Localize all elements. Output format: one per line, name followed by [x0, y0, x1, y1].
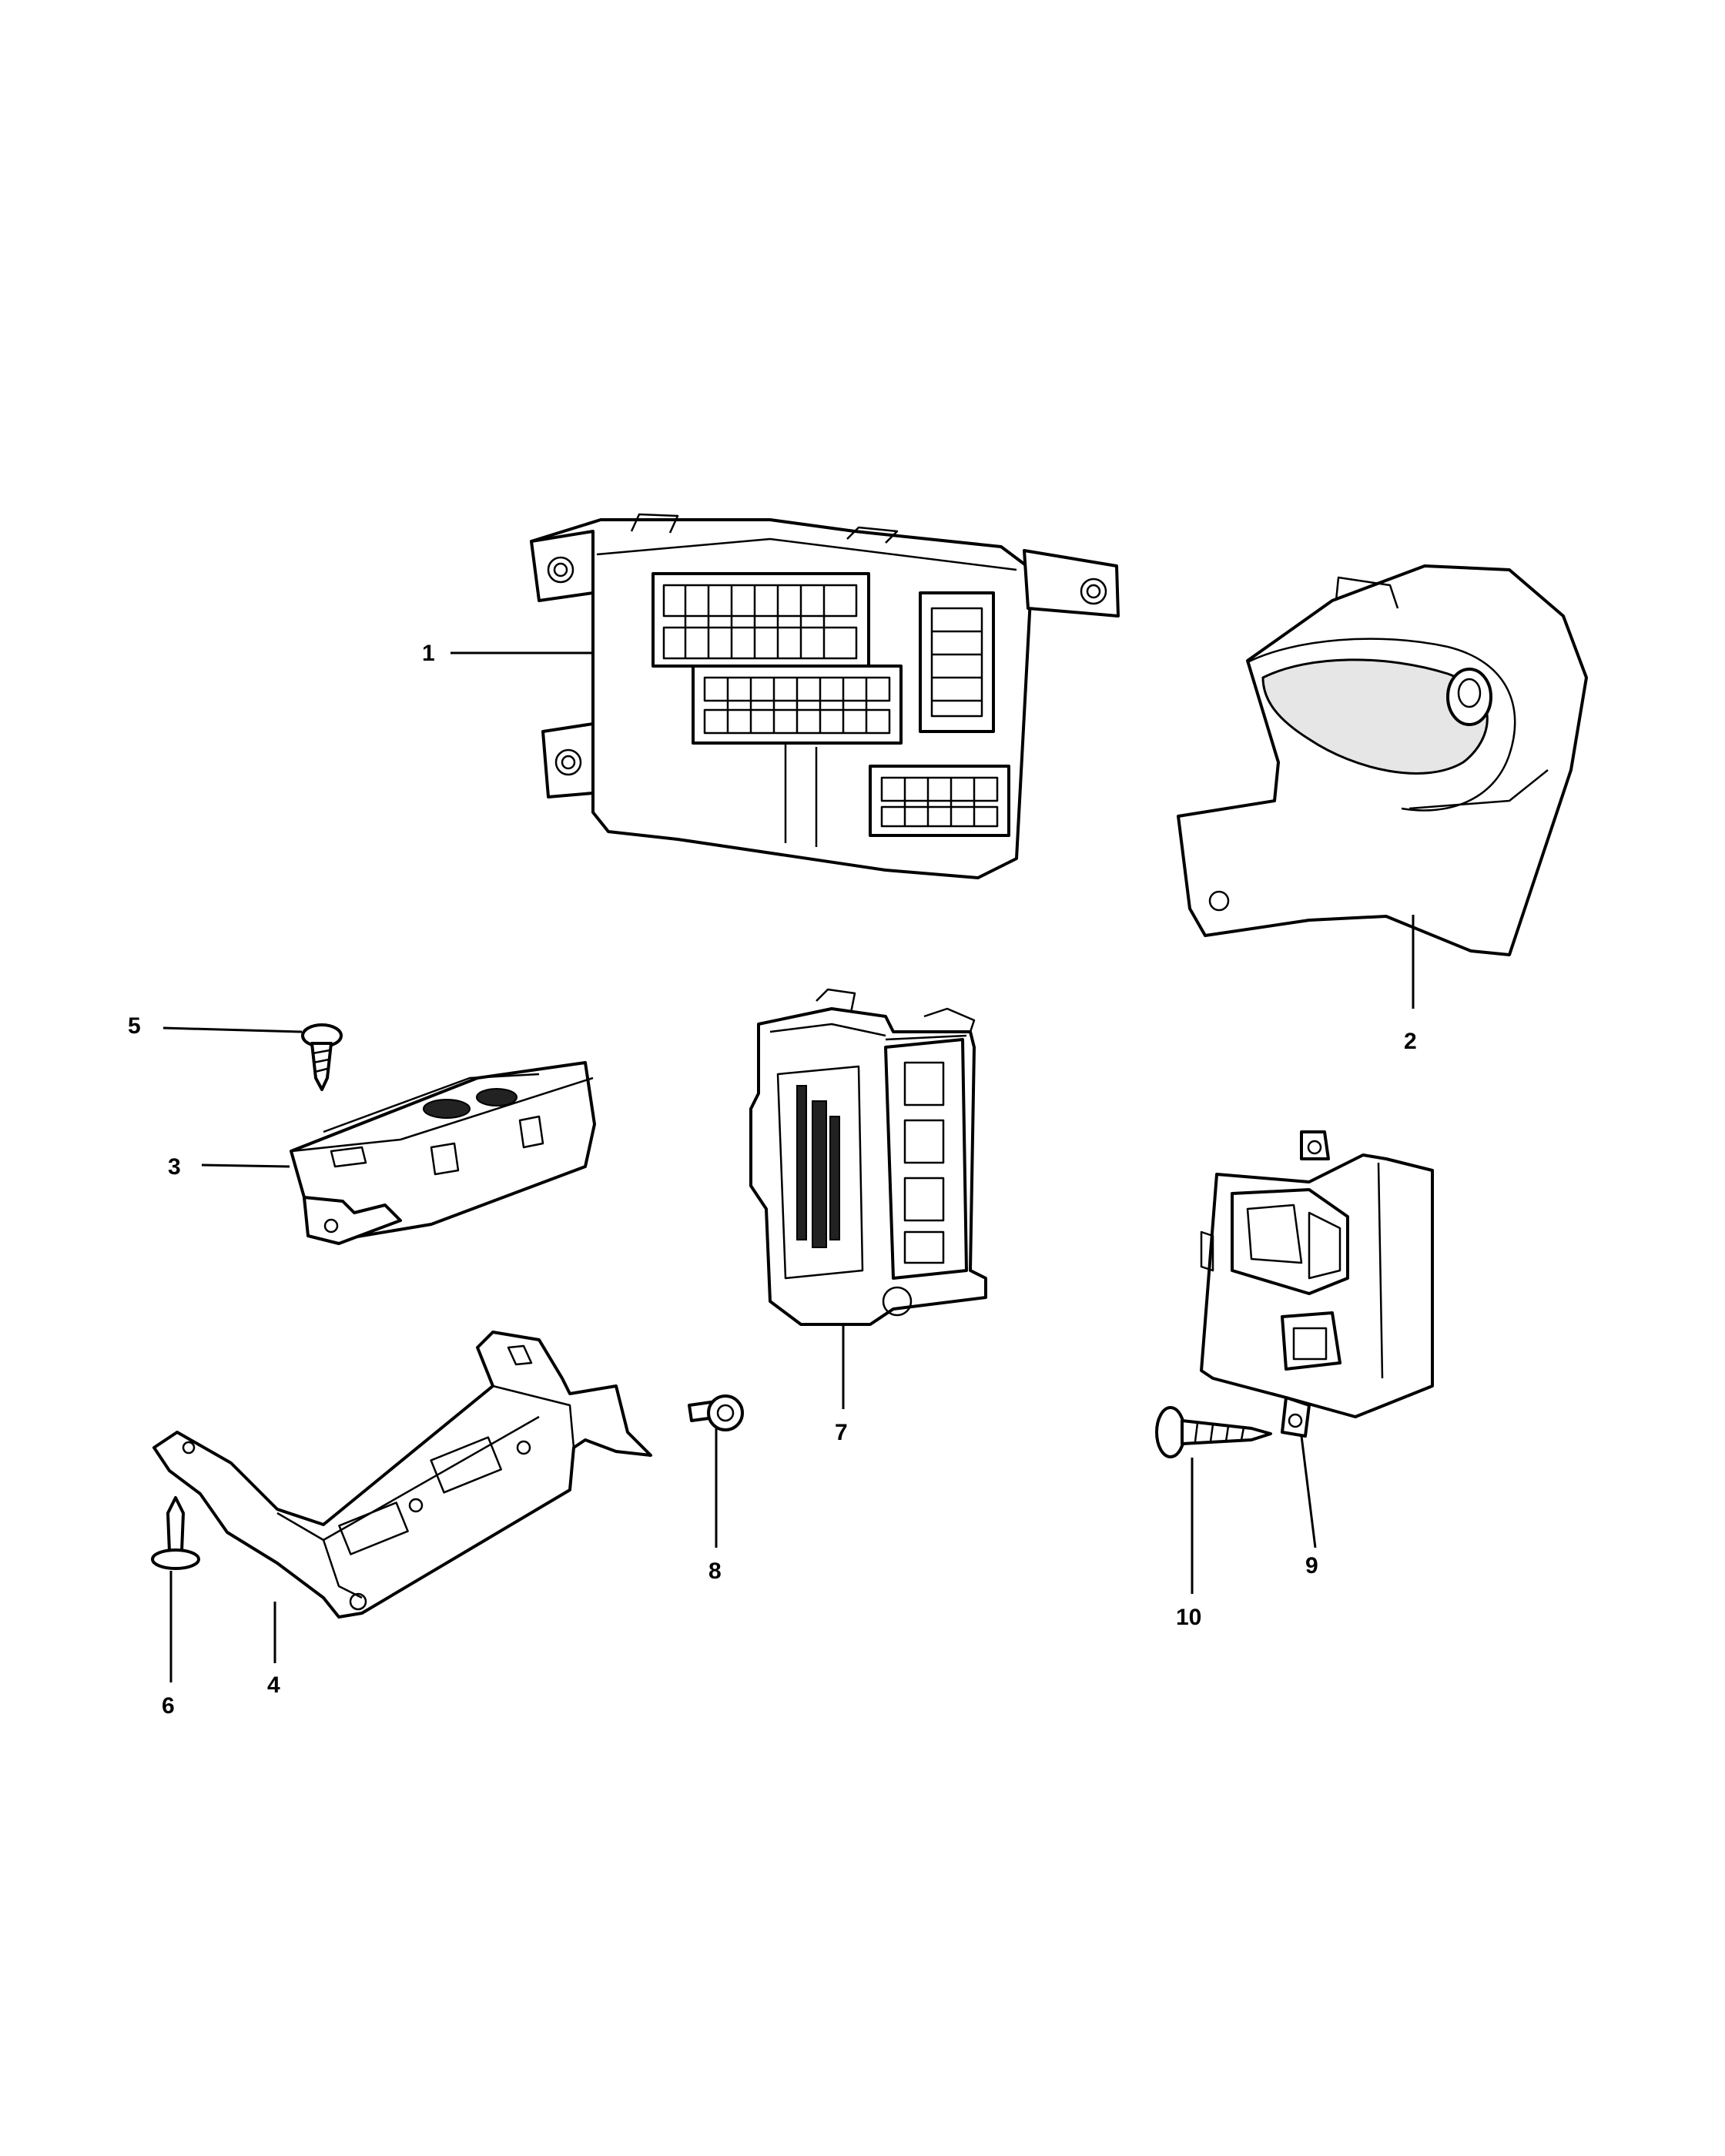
callout-9: 9: [1305, 1553, 1318, 1578]
callout-3: 3: [168, 1154, 181, 1180]
part-5-screw: [301, 1023, 343, 1091]
callout-8: 8: [708, 1558, 722, 1584]
part-1-control-module: [530, 513, 1120, 879]
callout-4: 4: [267, 1672, 280, 1698]
callout-10: 10: [1176, 1605, 1201, 1630]
callout-5: 5: [128, 1013, 141, 1039]
part-4-bracket: [152, 1331, 652, 1619]
part-8-bolt: [688, 1394, 744, 1431]
leader-lines: [162, 651, 1415, 1682]
part-2-trim-shroud: [1177, 564, 1588, 956]
callout-2: 2: [1404, 1029, 1417, 1054]
part-7-control-module: [749, 988, 987, 1326]
part-3-receiver-module: [290, 1061, 596, 1245]
callout-labels: 1 2 3 4 5 6 7 8 9 10: [128, 641, 1417, 1719]
callout-1: 1: [422, 641, 435, 666]
callout-7: 7: [835, 1420, 848, 1445]
part-9-relay-module: [1200, 1130, 1434, 1438]
part-6-push-pin: [151, 1496, 200, 1570]
part-10-screw: [1155, 1406, 1272, 1458]
callout-6: 6: [162, 1693, 175, 1719]
